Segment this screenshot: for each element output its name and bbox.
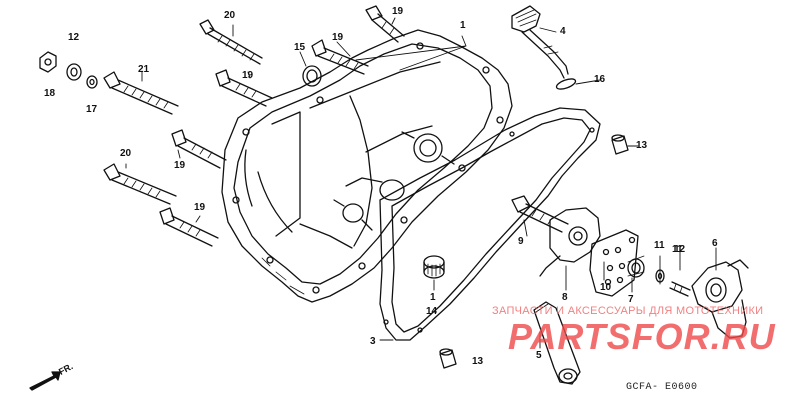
part-label-16: 16 (594, 74, 606, 85)
part-label-15: 15 (294, 42, 306, 53)
part-label-19: 19 (194, 202, 206, 213)
bolt-19-left (215, 69, 273, 107)
part-label-17: 17 (86, 104, 98, 115)
part-label-11: 12 (674, 244, 686, 255)
pump-impeller-plate (539, 207, 601, 277)
leader-lines (125, 17, 717, 349)
dowel-pin-13-top (611, 134, 629, 155)
part-label-19: 19 (242, 70, 254, 81)
cover-gasket (379, 107, 601, 341)
watermark-text: ЗАПЧАСТИ И АКСЕССУАРЫ ДЛЯ МОТОТЕХНИКИ (492, 305, 764, 317)
part-label-13: 13 (472, 356, 484, 367)
washer-17 (86, 75, 98, 89)
seal-ring-6 (627, 255, 645, 278)
part-label-19: 19 (174, 160, 186, 171)
bolt-19-mid (311, 39, 369, 75)
part-label-1: 1 (430, 292, 436, 303)
watermark-logo: PARTSFOR.RU (508, 316, 776, 357)
bearing (423, 255, 445, 279)
part-label-4: 5 (536, 350, 542, 361)
bolt-19-top (365, 5, 405, 43)
part-label-13: 13 (636, 140, 648, 151)
pump-housing-5 (691, 259, 749, 339)
part-label-12: 12 (68, 32, 80, 43)
oil-filler-cap (511, 5, 569, 79)
part-label-11: 11 (672, 244, 683, 255)
oil-seal (302, 65, 322, 87)
dowel-pin-13-bottom (439, 348, 457, 369)
bolt-21 (103, 71, 179, 115)
bolt-11 (669, 281, 691, 297)
part-label-18: 18 (44, 88, 56, 99)
part-label-20: 20 (224, 10, 236, 21)
bolt-20-lower (103, 163, 177, 205)
bolt-19-bottom (159, 207, 219, 247)
part-label-20: 20 (120, 148, 132, 159)
diagram-code: GCFA- E0600 (626, 382, 698, 393)
washer-12 (66, 63, 82, 81)
part-label-6: 7 (628, 294, 634, 305)
bolt-19-lower (171, 129, 227, 169)
crankcase-cover (221, 29, 513, 303)
o-ring (555, 78, 577, 90)
part-label-8: 9 (518, 236, 524, 247)
part-label-3: 4 (560, 26, 566, 37)
part-label-19: 19 (392, 6, 404, 17)
kick-starter-arm (533, 301, 581, 385)
pump-shaft (511, 195, 569, 233)
nut (39, 51, 57, 73)
part-label-1: 1 (460, 20, 466, 31)
bolt-20-top (199, 19, 263, 65)
part-label-7: 8 (562, 292, 568, 303)
part-label-10: 11 (654, 240, 665, 251)
part-label-5: 6 (712, 238, 718, 249)
part-label-19: 19 (332, 32, 344, 43)
part-label-21: 21 (138, 64, 150, 75)
part-label-9: 10 (600, 282, 612, 293)
front-direction-arrow (29, 371, 61, 391)
part-label-14: 14 (426, 306, 438, 317)
pump-cover-plate (589, 229, 639, 297)
part-label-2: 3 (370, 336, 376, 347)
